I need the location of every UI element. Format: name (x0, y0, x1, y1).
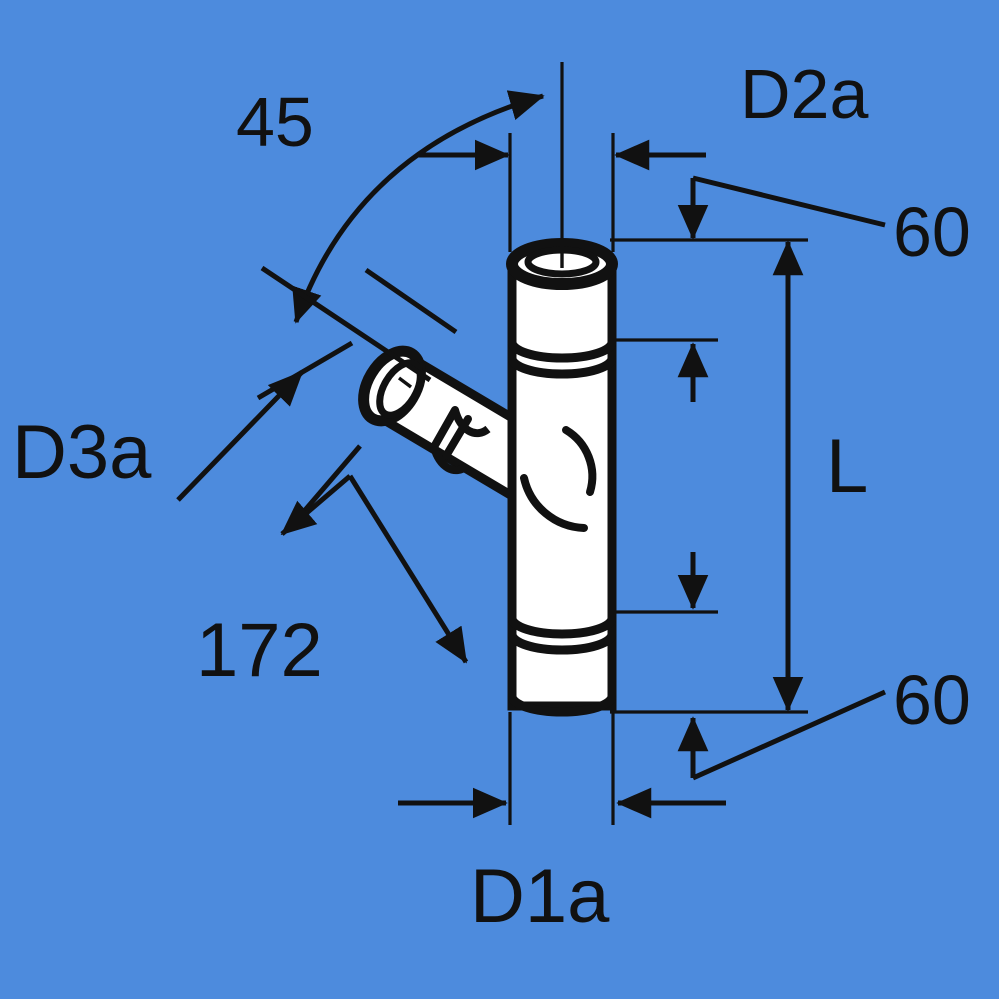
label-angle-45: 45 (236, 83, 314, 161)
label-d3a: D3a (12, 410, 152, 495)
dimension-172 (280, 444, 469, 664)
one72-arrow-lower (347, 474, 469, 664)
branch-bore-centre-tick (397, 376, 413, 389)
label-60-top: 60 (893, 193, 971, 271)
main-bottom-edge (507, 695, 617, 717)
branch-collar-arc-a (451, 408, 491, 438)
junction-arc-lower (520, 474, 588, 532)
label-60-bottom: 60 (893, 661, 971, 739)
main-lower-collar-arc-top (507, 617, 617, 639)
one72-arrow-upper (280, 474, 352, 536)
label-d1a: D1a (470, 854, 610, 939)
angle-arc-45 (292, 90, 545, 324)
branch-collar-line-a (430, 406, 459, 451)
sixty-top-leader (692, 175, 886, 228)
main-upper-collar-arc-top (507, 341, 617, 363)
sixty-bottom-leader (691, 689, 887, 781)
angle-ref-line-inner (364, 267, 458, 335)
branch-bore (376, 359, 424, 419)
label-d2a: D2a (740, 55, 868, 133)
label-L: L (826, 424, 868, 509)
dimension-d3a (176, 340, 354, 502)
branch-junction-arcs (520, 426, 597, 532)
dimension-60-bottom (677, 552, 887, 781)
main-lower-collar-arc-bottom (507, 633, 617, 655)
d3a-leader-arrow (176, 370, 304, 502)
junction-arc-upper (562, 426, 597, 496)
dimension-angle-45 (260, 90, 545, 383)
angle-ref-line-branch (260, 265, 432, 383)
label-172: 172 (196, 608, 323, 693)
branch-collar-arc-b (430, 445, 470, 475)
main-upper-collar-arc-bottom (507, 357, 617, 379)
dimension-60-top (677, 175, 886, 402)
